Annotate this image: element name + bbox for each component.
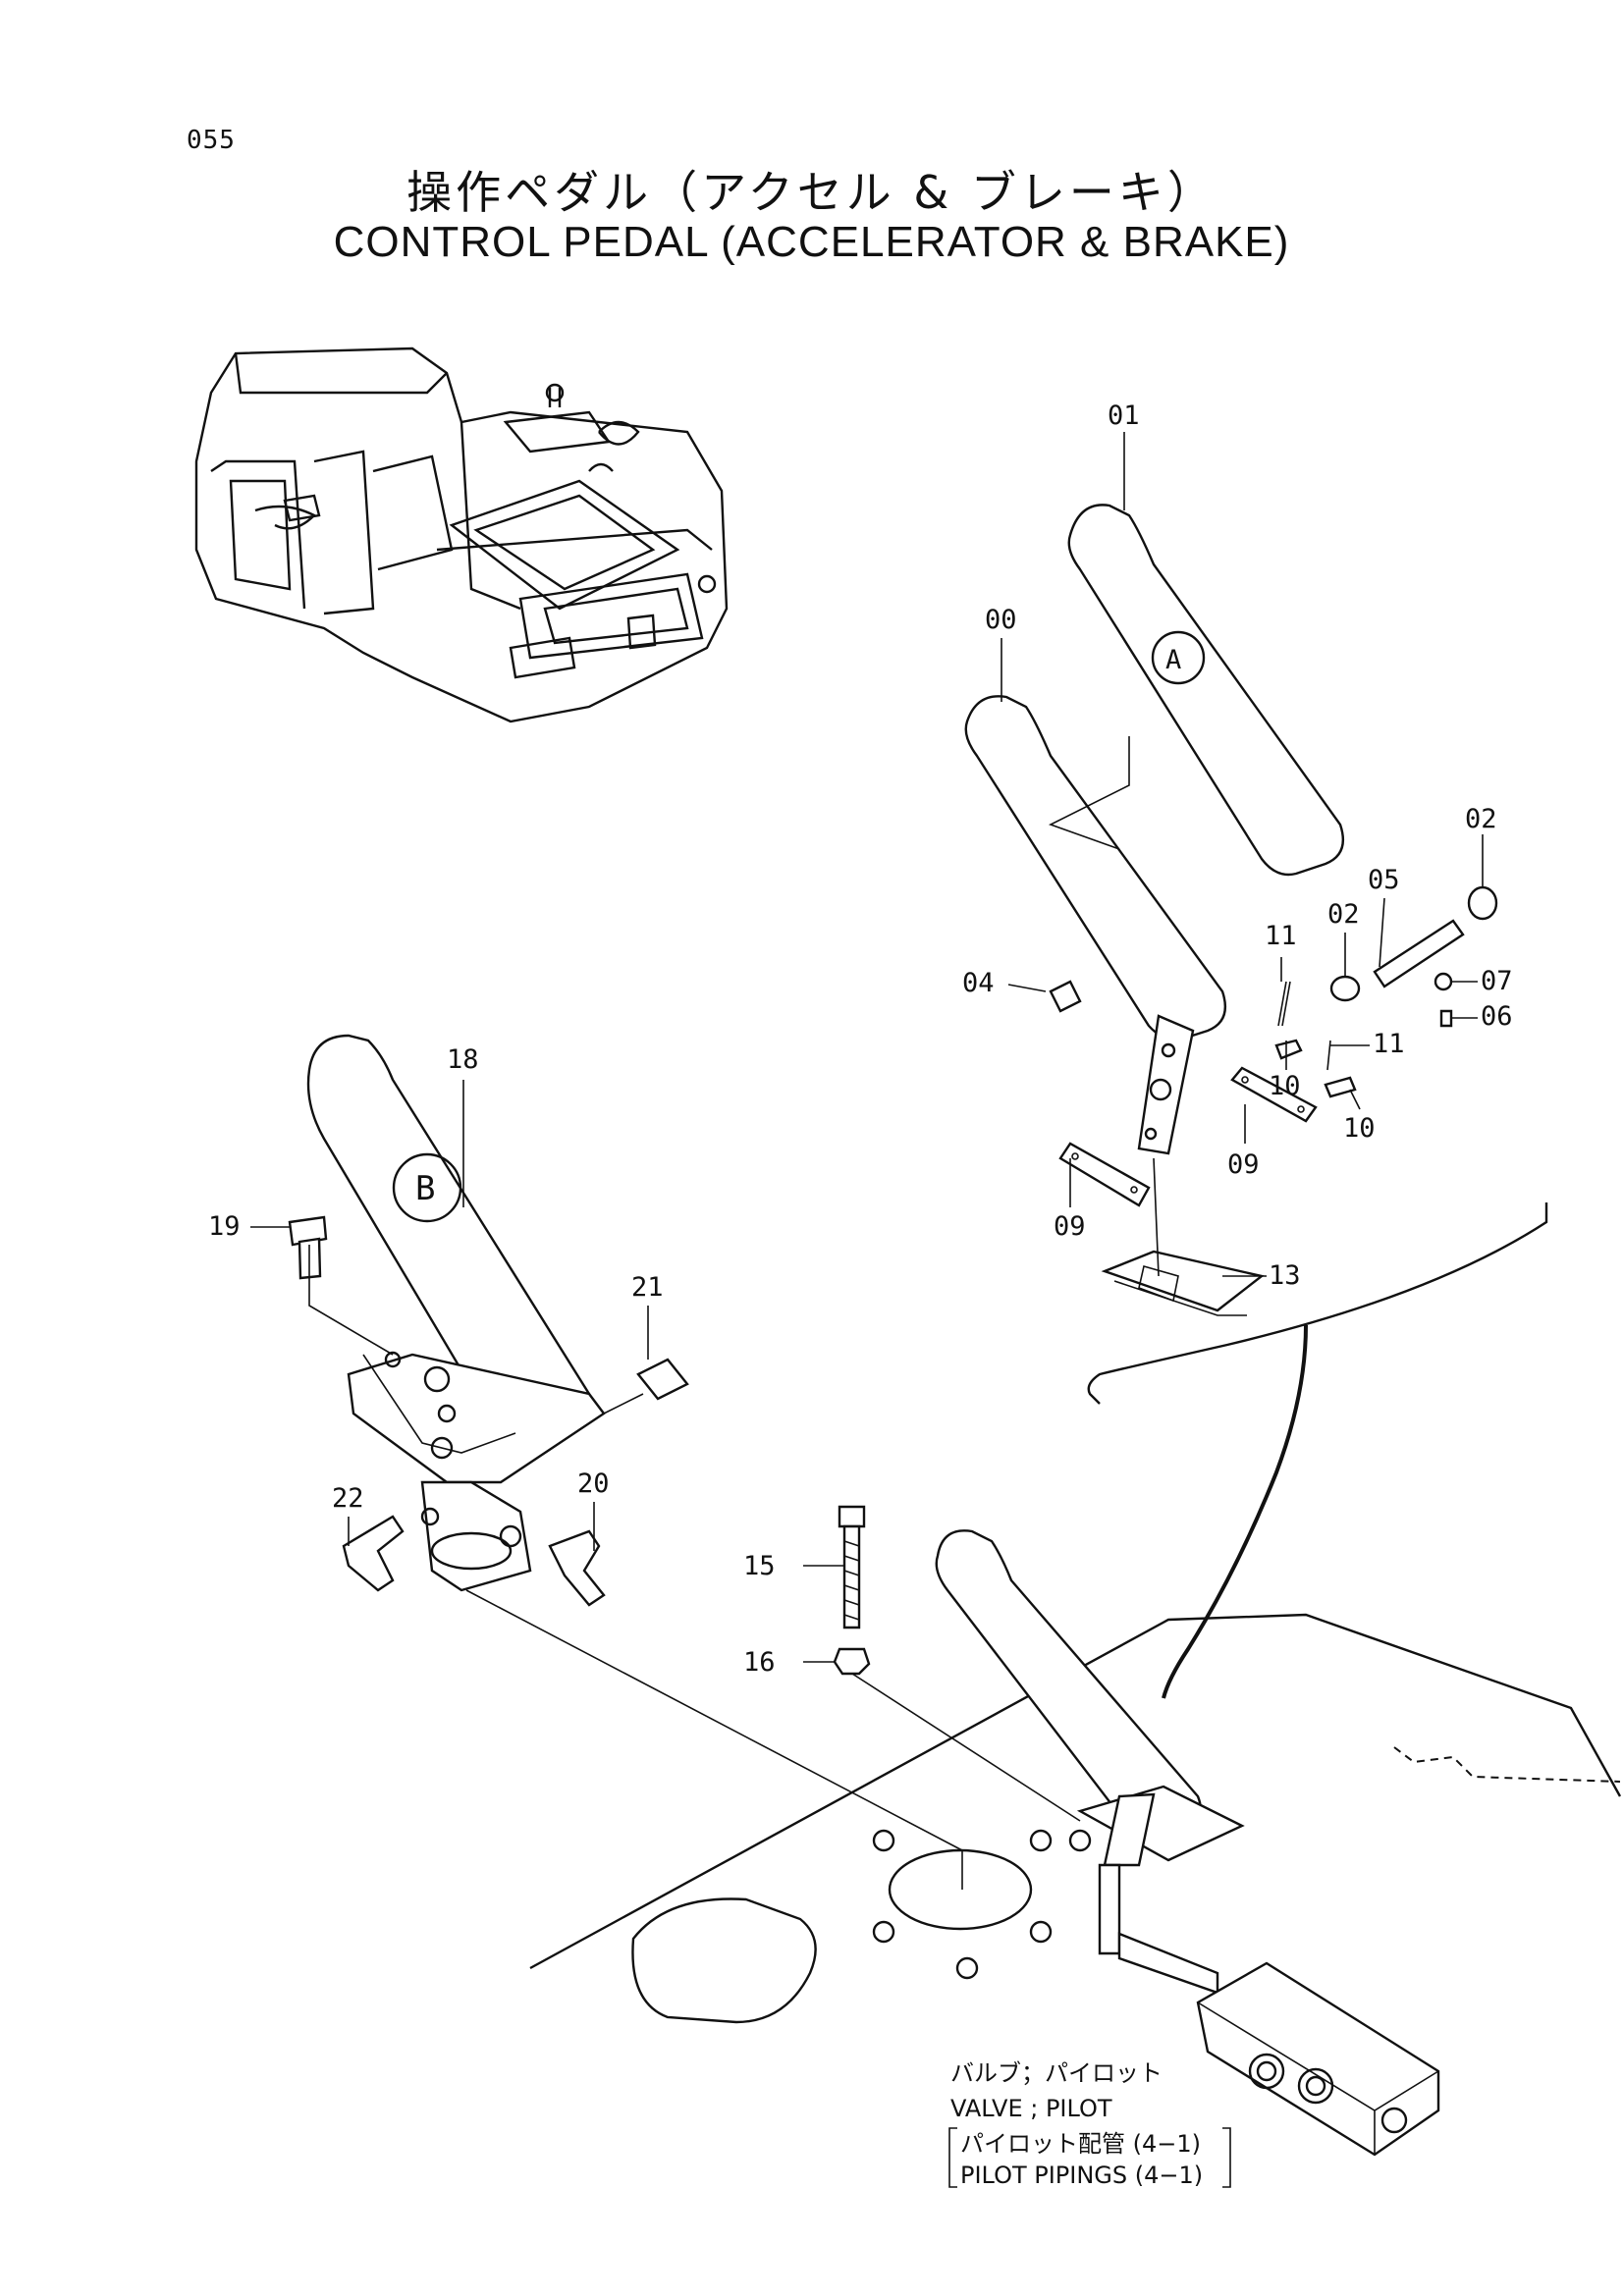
pedal-arm — [1137, 1014, 1195, 1155]
floor-mat — [1101, 1250, 1265, 1312]
callout-13: 13 — [1269, 1260, 1301, 1291]
callout-10: 10 — [1269, 1071, 1301, 1101]
callout-02: 02 — [1465, 804, 1497, 834]
brake-valve-guide-line — [465, 1589, 963, 1851]
pedal-pad — [964, 695, 1227, 1041]
callout-09: 09 — [1227, 1149, 1260, 1180]
page-title-japanese: 操作ペダル（アクセル & ブレーキ） — [406, 166, 1217, 219]
floor-plate — [529, 1613, 1622, 2024]
page-title: CONTROL PEDAL (ACCELERATOR & BRAKE) — [333, 218, 1290, 266]
callout-10: 10 — [1343, 1113, 1376, 1144]
lower-accelerator-pedal — [833, 1505, 1245, 1995]
leader-lines — [250, 432, 1484, 1663]
detail-inset-border — [1087, 1202, 1548, 1405]
brake-mark-circle — [392, 1152, 462, 1223]
callout-21: 21 — [631, 1272, 664, 1303]
reference-valve-en: VALVE ; PILOT — [950, 2095, 1112, 2122]
bracket-left — [948, 2127, 957, 2188]
reference-pipings-jp: パイロット配管 (4−1) — [960, 2130, 1201, 2158]
accelerator-pedal-assembly: A — [964, 504, 1498, 1316]
brake-mark-letter: B — [415, 1169, 435, 1208]
bracket-right — [1222, 2127, 1231, 2188]
brake-pedal-assembly: B — [288, 1034, 689, 1607]
callout-06: 06 — [1481, 1001, 1513, 1032]
accelerator-mark-letter: A — [1165, 645, 1181, 675]
page-number: 055 — [187, 126, 236, 155]
valve-hole — [888, 1848, 1033, 1931]
excavator-overview-illustration — [194, 347, 729, 723]
pilot-pipe-line — [1162, 1324, 1308, 1699]
callout-00: 00 — [985, 605, 1017, 635]
brake-base-plate — [347, 1353, 606, 1484]
callout-16: 16 — [743, 1647, 776, 1678]
callout-09: 09 — [1054, 1211, 1086, 1242]
callout-20: 20 — [577, 1468, 610, 1499]
callout-01: 01 — [1108, 400, 1140, 431]
plate — [1230, 1066, 1318, 1123]
callout-11: 11 — [1373, 1029, 1405, 1059]
pilot-valve-block — [1196, 1961, 1440, 2157]
callout-18: 18 — [447, 1044, 479, 1075]
reference-valve-jp: バルブ；パイロット — [950, 2059, 1163, 2087]
reference-note: バルブ；パイロット VALVE ; PILOT パイロット配管 (4−1) PI… — [948, 2059, 1231, 2189]
callout-15: 15 — [743, 1551, 776, 1581]
reference-pipings-en: PILOT PIPINGS (4−1) — [960, 2162, 1203, 2189]
callouts: 01 00 02 02 05 04 06 07 09 09 10 10 11 1… — [208, 400, 1513, 1678]
plate — [1058, 1142, 1151, 1207]
accelerator-pedal-pad — [1067, 504, 1345, 877]
callout-04: 04 — [962, 968, 995, 998]
callout-11: 11 — [1265, 921, 1297, 951]
callout-19: 19 — [208, 1211, 241, 1242]
callout-22: 22 — [332, 1483, 364, 1514]
callout-05: 05 — [1368, 865, 1400, 895]
callout-07: 07 — [1481, 966, 1513, 996]
accelerator-mark-circle — [1151, 630, 1206, 685]
callout-02: 02 — [1327, 899, 1360, 930]
